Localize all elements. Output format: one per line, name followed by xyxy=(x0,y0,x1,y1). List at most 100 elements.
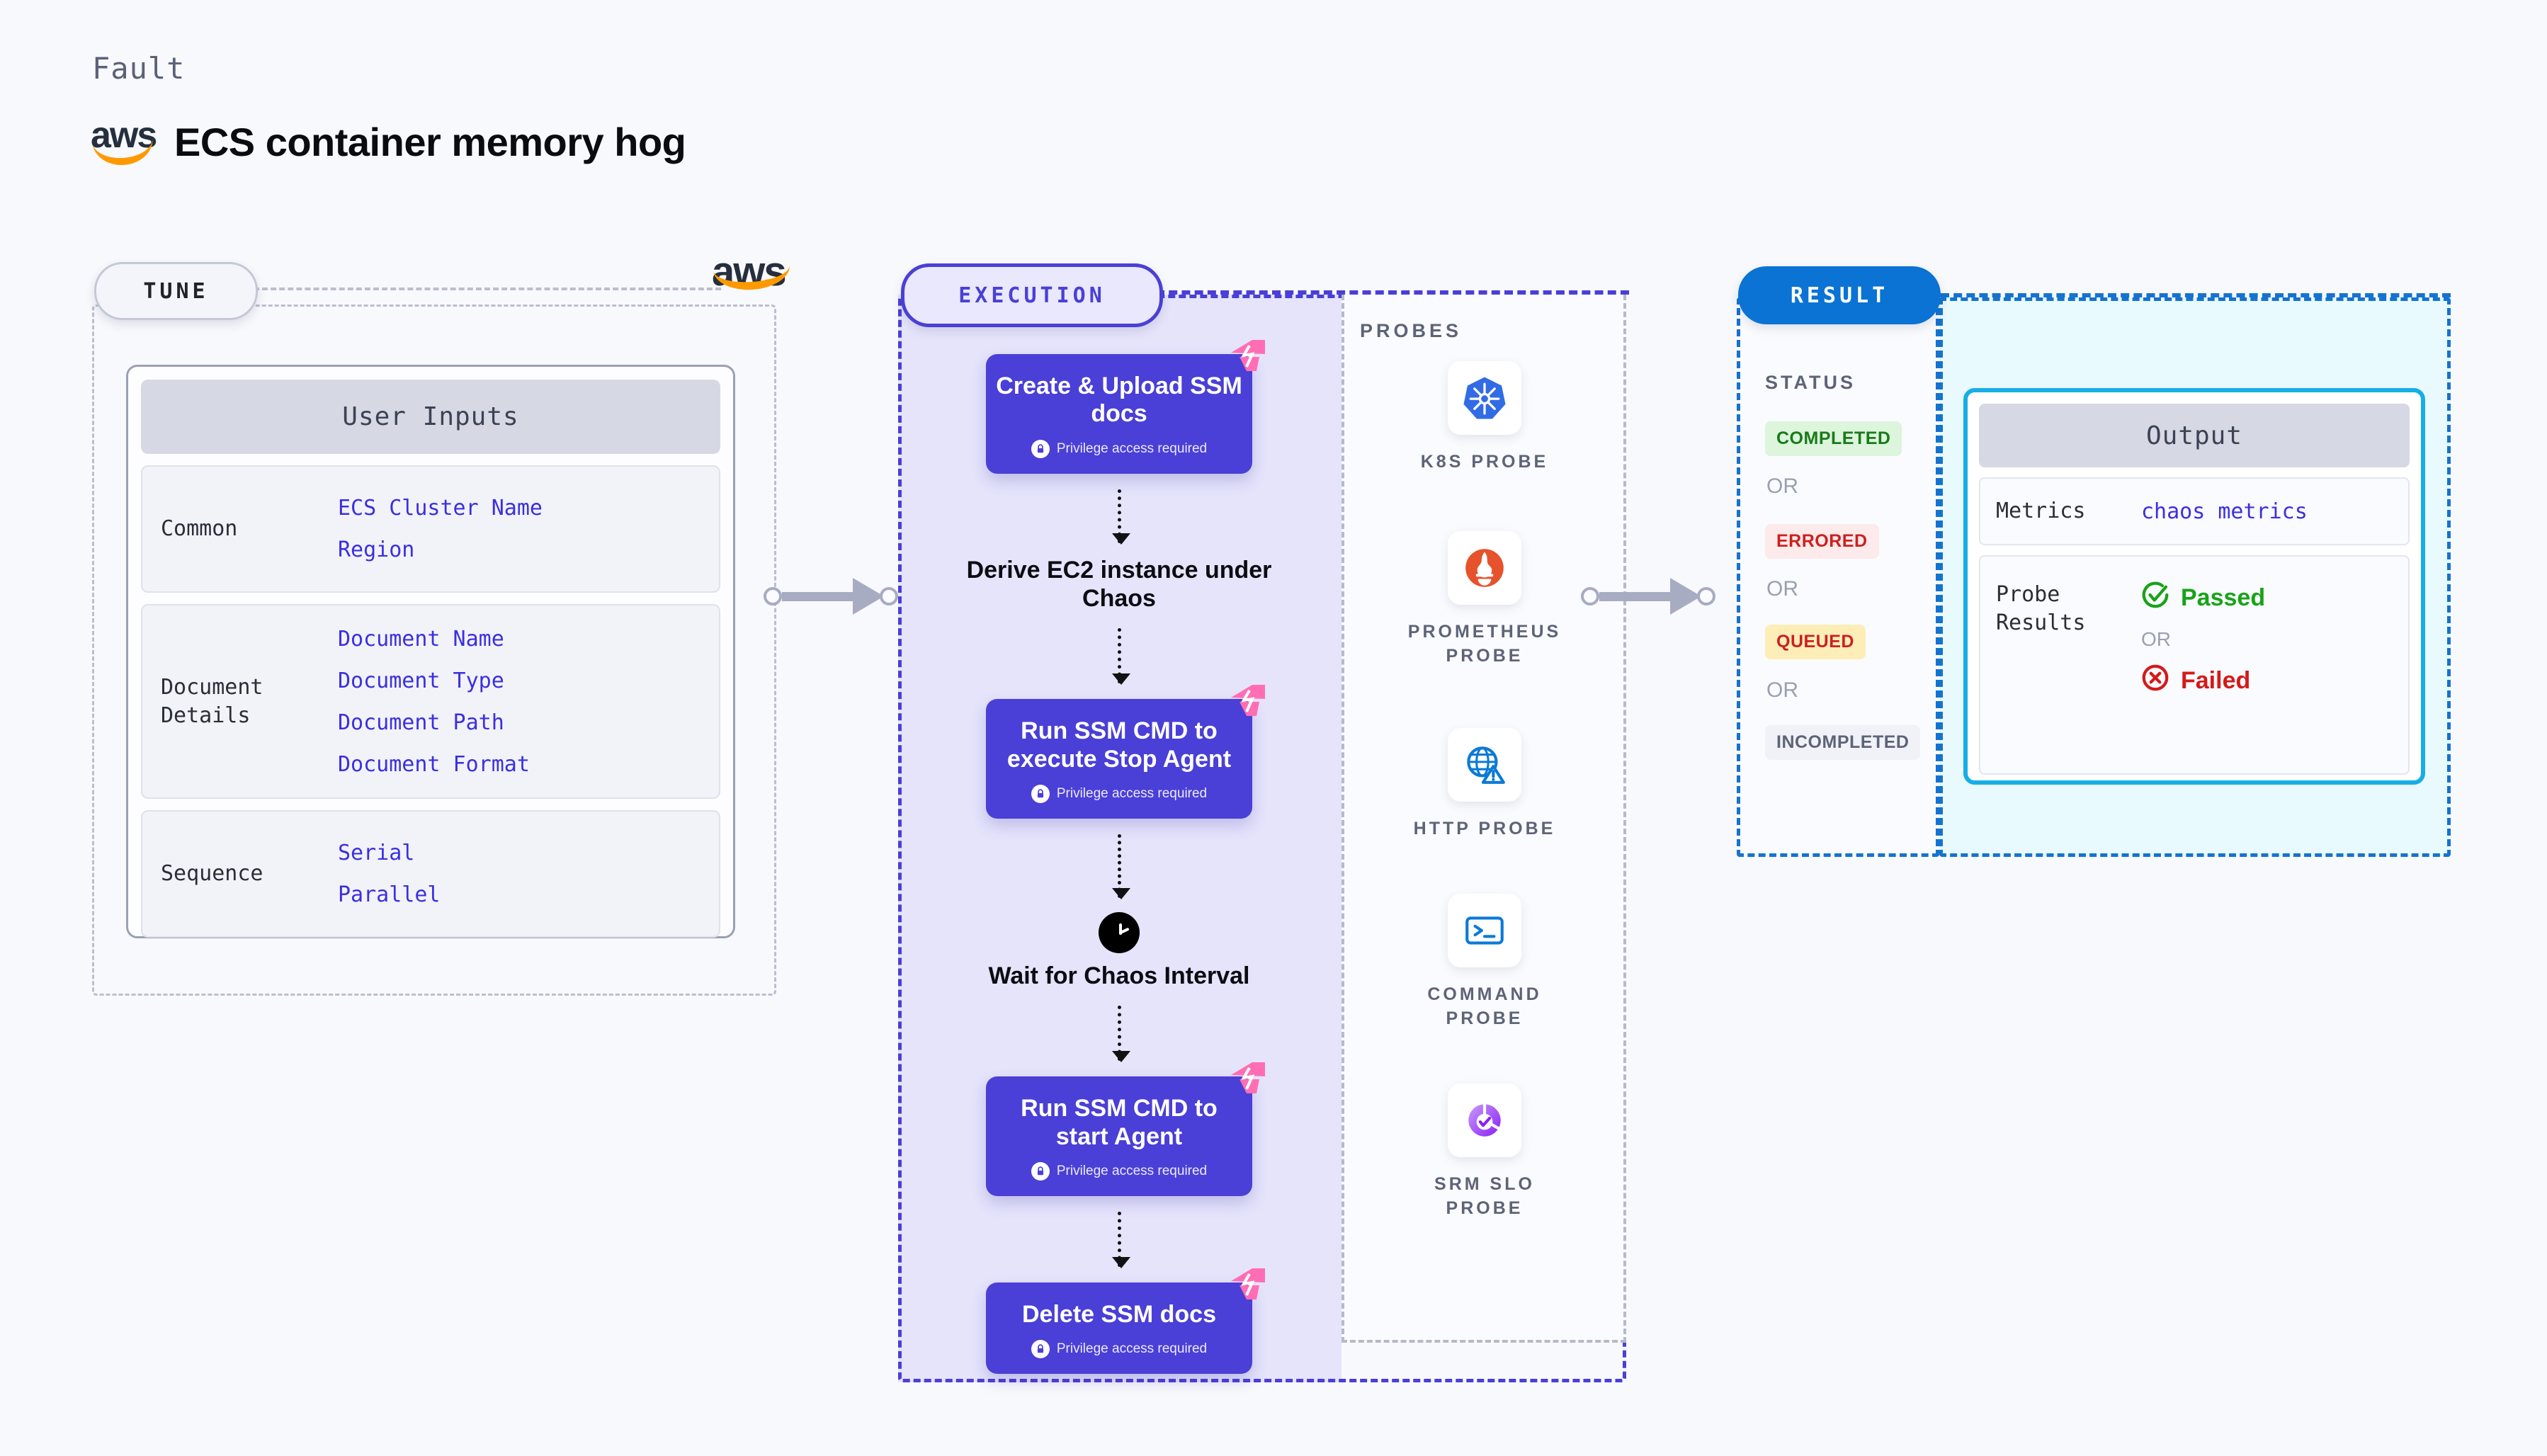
status-badge-completed: COMPLETED xyxy=(1765,421,1902,456)
output-probe-results-key: Probe Results xyxy=(1996,582,2086,635)
status-or-label: OR xyxy=(1766,577,1798,601)
probe-label: COMMAND PROBE xyxy=(1427,984,1542,1028)
probe-label: SRM SLO PROBE xyxy=(1434,1174,1535,1218)
tune-group-document-details: Document Details Document Name Document … xyxy=(141,604,720,799)
result-pill[interactable]: RESULT xyxy=(1738,266,1941,324)
tune-group-key: Common xyxy=(161,516,238,542)
execution-step-card[interactable]: Create & Upload SSM docs Privilege acces… xyxy=(986,340,1265,474)
flow-arrow xyxy=(1111,834,1130,899)
page-title: ECS container memory hog xyxy=(174,120,686,164)
connector-bar xyxy=(782,591,854,601)
probe-item-srm-slo[interactable]: SRM SLO PROBE xyxy=(1392,1084,1577,1221)
tune-connector-dashes xyxy=(254,288,721,290)
lock-icon xyxy=(1031,1161,1050,1181)
connector-tune-to-execution xyxy=(764,578,898,615)
step-privilege-note: Privilege access required xyxy=(993,1161,1245,1181)
tune-value[interactable]: Document Name xyxy=(338,626,504,652)
status-label: STATUS xyxy=(1765,372,1856,393)
terminal-icon xyxy=(1448,894,1521,967)
probe-item-prometheus[interactable]: PROMETHEUS PROBE xyxy=(1392,531,1577,669)
execution-flow: Create & Upload SSM docs Privilege acces… xyxy=(953,340,1286,1375)
prometheus-icon xyxy=(1448,531,1521,605)
tune-value[interactable]: Parallel xyxy=(338,882,441,907)
output-card: Output Metrics chaos metrics Probe Resul… xyxy=(1963,388,2425,785)
tune-value[interactable]: Document Type xyxy=(338,668,504,693)
passed-label: Passed xyxy=(2181,584,2266,611)
step-privilege-note: Privilege access required xyxy=(993,1340,1245,1359)
kubernetes-icon xyxy=(1448,361,1521,435)
privilege-text: Privilege access required xyxy=(1056,1163,1208,1178)
aws-logo-icon: aws xyxy=(91,117,157,168)
execution-step-plain: Derive EC2 instance under Chaos xyxy=(953,556,1286,613)
privilege-text: Privilege access required xyxy=(1056,1341,1208,1357)
status-or-label: OR xyxy=(1766,474,1798,498)
failed-label: Failed xyxy=(2181,667,2251,694)
connector-dot xyxy=(1581,587,1599,605)
tune-zone xyxy=(92,305,776,996)
harness-badge-icon xyxy=(1228,1267,1268,1302)
aws-logo-icon: aws xyxy=(712,251,793,312)
connector-dot xyxy=(880,587,898,605)
status-or-label: OR xyxy=(1766,678,1798,702)
tune-value[interactable]: Document Path xyxy=(338,710,504,735)
step-title: Create & Upload SSM docs xyxy=(996,372,1242,428)
x-circle-icon xyxy=(2141,664,2169,698)
tune-pill[interactable]: TUNE xyxy=(94,262,258,320)
execution-step-card[interactable]: Run SSM CMD to execute Stop Agent Privil… xyxy=(986,685,1265,819)
step-privilege-note: Privilege access required xyxy=(993,439,1245,458)
execution-connector-dashes xyxy=(1156,290,1629,295)
probe-result-failed: Failed xyxy=(2141,664,2265,698)
lock-icon xyxy=(1031,784,1050,803)
output-metrics-value[interactable]: chaos metrics xyxy=(2141,499,2308,524)
tune-group-sequence: Sequence Serial Parallel xyxy=(141,810,720,938)
step-title: Delete SSM docs xyxy=(1022,1300,1216,1328)
flow-arrow xyxy=(1111,1211,1130,1268)
flow-arrow xyxy=(1111,1006,1130,1063)
clock-icon xyxy=(1099,911,1140,953)
output-metrics-key: Metrics xyxy=(1996,499,2086,524)
status-badge-queued: QUEUED xyxy=(1765,625,1866,659)
lock-icon xyxy=(1031,439,1050,458)
page-kicker: Fault xyxy=(92,51,186,86)
probe-item-http[interactable]: HTTP PROBE xyxy=(1392,728,1577,841)
tune-value[interactable]: Serial xyxy=(338,841,415,865)
harness-badge-icon xyxy=(1228,683,1268,719)
execution-step-plain: Wait for Chaos Interval xyxy=(953,911,1286,990)
connector-arrowhead xyxy=(853,578,884,615)
harness-badge-icon xyxy=(1228,339,1268,374)
tune-group-common: Common ECS Cluster Name Region xyxy=(141,465,720,593)
connector-bar xyxy=(1599,591,1672,601)
harness-badge-icon xyxy=(1228,1061,1268,1096)
probe-result-passed: Passed xyxy=(2141,581,2265,615)
result-zone xyxy=(1737,297,1939,857)
probes-panel xyxy=(1341,295,1626,1343)
tune-value[interactable]: Region xyxy=(338,538,415,562)
probe-label: HTTP PROBE xyxy=(1413,819,1556,838)
tune-value[interactable]: ECS Cluster Name xyxy=(338,496,543,521)
result-connector-dashes xyxy=(1941,293,2451,297)
execution-step-card[interactable]: Run SSM CMD to start Agent Privilege acc… xyxy=(986,1062,1265,1196)
status-badge-errored: ERRORED xyxy=(1765,524,1879,559)
check-circle-icon xyxy=(2141,581,2169,615)
probe-label: K8S PROBE xyxy=(1420,452,1549,472)
execution-pill[interactable]: EXECUTION xyxy=(901,263,1163,327)
probe-item-command[interactable]: COMMAND PROBE xyxy=(1392,894,1577,1031)
tune-value[interactable]: Document Format xyxy=(338,751,530,777)
probe-item-k8s[interactable]: K8S PROBE xyxy=(1392,361,1577,474)
probes-title: PROBES xyxy=(1360,320,1463,341)
lock-icon xyxy=(1031,1340,1050,1359)
http-globe-icon xyxy=(1448,728,1521,802)
connector-arrowhead xyxy=(1670,578,1701,615)
output-metrics-row: Metrics chaos metrics xyxy=(1979,477,2410,545)
tune-group-key: Document Details xyxy=(161,674,263,728)
step-title: Wait for Chaos Interval xyxy=(988,962,1250,989)
privilege-text: Privilege access required xyxy=(1056,440,1208,456)
output-title: Output xyxy=(1979,404,2410,467)
user-inputs-card: User Inputs Common ECS Cluster Name Regi… xyxy=(126,365,735,938)
status-badge-incompleted: INCOMPLETED xyxy=(1765,725,1921,760)
step-title: Run SSM CMD to execute Stop Agent xyxy=(1006,717,1232,773)
probe-label: PROMETHEUS PROBE xyxy=(1407,622,1562,666)
connector-dot xyxy=(764,587,782,605)
execution-step-card[interactable]: Delete SSM docs Privilege access require… xyxy=(986,1268,1265,1375)
srm-slo-icon xyxy=(1448,1084,1521,1157)
